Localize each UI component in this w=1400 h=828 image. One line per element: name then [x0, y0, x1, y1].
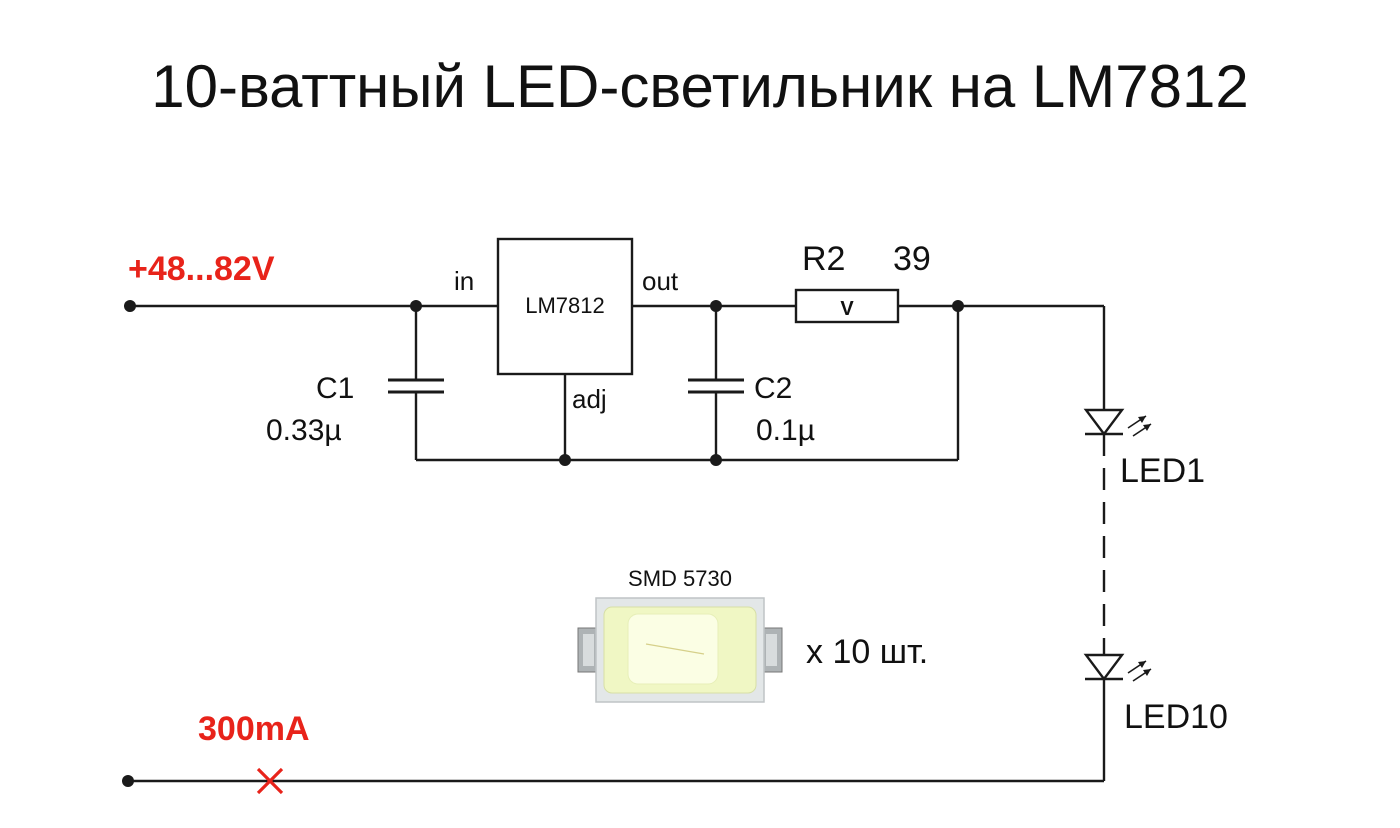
led10-label: LED10	[1124, 698, 1228, 736]
junction-dot	[710, 454, 722, 466]
current-label: 300mA	[198, 710, 310, 748]
r2-value-label: 39	[893, 240, 931, 278]
c1-value-label: 0.33µ	[266, 414, 342, 447]
current-break-cross-icon	[256, 767, 284, 795]
regulator-label: LM7812	[525, 293, 605, 318]
resistor-r2	[794, 288, 900, 324]
c1-ref-label: C1	[316, 372, 354, 405]
r2-mark-label: V	[840, 298, 854, 320]
junction-dot	[710, 300, 722, 312]
diagram-title: 10-ваттный LED-светильник на LM7812	[151, 53, 1249, 120]
c2-value-label: 0.1µ	[756, 414, 815, 447]
smd-quantity-label: x 10 шт.	[806, 633, 928, 671]
junction-dot	[559, 454, 571, 466]
smd-led-image	[577, 597, 783, 703]
led10-diode-icon	[1083, 653, 1152, 682]
c2-ref-label: C2	[754, 372, 792, 405]
junction-dot	[952, 300, 964, 312]
input-voltage-label: +48...82V	[128, 250, 275, 288]
r2-ref-label: R2	[802, 240, 845, 278]
regulator-pin-out-label: out	[642, 266, 679, 296]
regulator-pin-in-label: in	[454, 266, 474, 296]
smd-type-label: SMD 5730	[628, 566, 732, 591]
led1-diode-icon	[1083, 408, 1152, 437]
led1-label: LED1	[1120, 452, 1205, 490]
regulator-lm7812	[496, 237, 634, 376]
junction-dot	[410, 300, 422, 312]
regulator-pin-adj-label: adj	[572, 384, 607, 414]
